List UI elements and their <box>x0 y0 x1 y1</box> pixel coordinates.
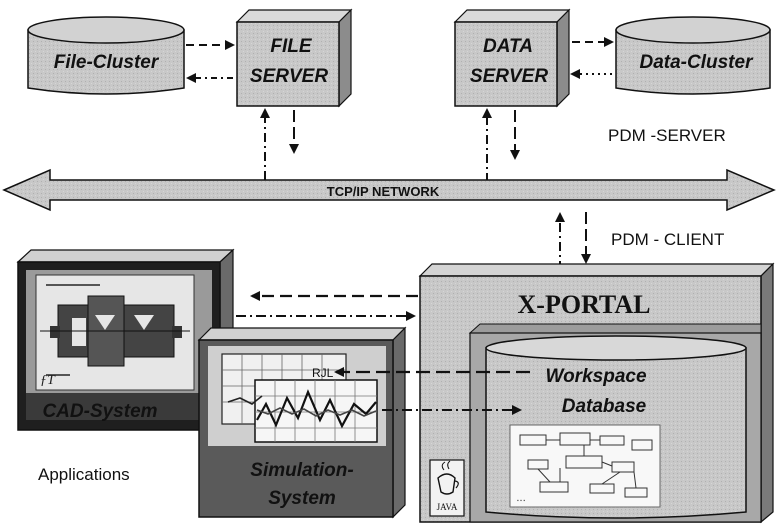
pdm-client-label: PDM - CLIENT <box>611 230 724 249</box>
database-schema-thumbnail: ▪ ▪ ▪ <box>509 424 661 508</box>
data-server-label-line2: SERVER <box>470 66 548 87</box>
file-server-label-line1: FILE <box>270 36 312 57</box>
data-cluster-label: Data-Cluster <box>640 52 755 73</box>
data-server-label-line1: DATA <box>483 36 533 57</box>
data-cluster-server-arrows <box>570 37 614 79</box>
data-server-network-arrows <box>482 108 520 182</box>
applications-label: Applications <box>38 465 130 484</box>
workspace-label-line1: Workspace <box>545 366 646 387</box>
data-cluster-cylinder: Data-Cluster <box>615 16 771 95</box>
simulation-workspace-arrows <box>334 367 530 415</box>
cad-system-label: CAD-System <box>42 401 157 422</box>
file-server-box: FILE SERVER <box>235 8 353 108</box>
simulation-curve-2 <box>256 407 377 417</box>
file-cluster-label: File-Cluster <box>54 52 160 73</box>
tcpip-network-label: TCP/IP NETWORK <box>327 184 440 199</box>
workspace-label-line2: Database <box>562 396 647 417</box>
simulation-system-label-line1: Simulation- <box>250 460 353 481</box>
simulation-system-label-line2: System <box>268 488 336 509</box>
java-logo-text: JAVA <box>437 502 458 512</box>
data-server-box: DATA SERVER <box>453 8 571 108</box>
cad-drawing-icon: ƒT <box>40 284 190 388</box>
workspace-database-cylinder: Workspace Database ▪ ▪ ▪ JAVA <box>429 335 747 519</box>
network-client-arrows <box>555 212 591 270</box>
java-logo-icon: JAVA <box>429 459 465 517</box>
file-server-network-arrows <box>260 108 299 180</box>
tcpip-network-arrow: TCP/IP NETWORK <box>2 168 776 212</box>
x-portal-label: X-PORTAL <box>518 290 651 319</box>
back-chart-text: RJL <box>312 366 334 380</box>
simulation-system-monitor: RJL Simulation- System <box>197 326 407 519</box>
svg-text:▪ ▪ ▪: ▪ ▪ ▪ <box>517 498 525 504</box>
file-server-label-line2: SERVER <box>250 66 328 87</box>
svg-text:ƒT: ƒT <box>40 373 56 388</box>
pdm-server-label: PDM -SERVER <box>608 126 726 145</box>
simulation-curve-1 <box>256 389 377 429</box>
file-cluster-server-arrows <box>186 40 235 83</box>
cad-xportal-arrows <box>236 291 418 321</box>
file-cluster-cylinder: File-Cluster <box>27 16 185 95</box>
